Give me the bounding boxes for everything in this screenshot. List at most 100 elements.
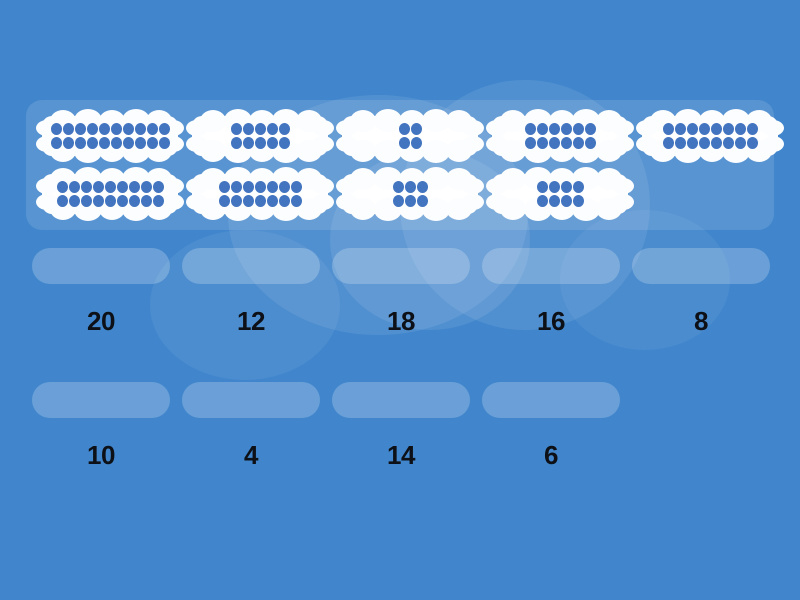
dropzone-6[interactable] [482, 382, 620, 418]
dot-row [218, 195, 302, 207]
dot-icon [98, 123, 110, 135]
dropzone-20[interactable] [32, 248, 170, 284]
cloud-bump [36, 178, 58, 194]
dot-icon [536, 123, 548, 135]
dot-icon [584, 123, 596, 135]
cloud-bump [486, 120, 508, 136]
dot-icon [392, 181, 404, 193]
tile-12[interactable] [486, 109, 634, 163]
cloud-bump [312, 178, 334, 194]
tile-20[interactable] [36, 109, 184, 163]
dot-icon [110, 123, 122, 135]
answer-label-6: 6 [544, 440, 558, 470]
tile-4[interactable] [336, 109, 484, 163]
dot-icon [116, 181, 128, 193]
dot-row [398, 137, 422, 149]
cloud-bump [312, 120, 334, 136]
cloud-bump [612, 194, 634, 210]
dot-icon [242, 195, 254, 207]
cloud-bump [422, 109, 450, 132]
cloud-bump [486, 194, 508, 210]
answer-label-4: 4 [244, 440, 258, 470]
cloud-bump [374, 140, 402, 163]
dot-icon [278, 195, 290, 207]
cloud-bump [186, 194, 208, 210]
dot-icon [536, 195, 548, 207]
dot-icon [230, 195, 242, 207]
dot-icon [80, 195, 92, 207]
cloud-bump [486, 136, 508, 152]
tile-10[interactable] [186, 109, 334, 163]
dot-row [50, 137, 170, 149]
cloud-bump [636, 120, 658, 136]
dot-icon [62, 123, 74, 135]
tile-6[interactable] [336, 167, 484, 221]
cloud-bump [462, 120, 484, 136]
dot-icon [662, 123, 674, 135]
dot-icon [536, 181, 548, 193]
cloud-bump [612, 120, 634, 136]
cloud-bump [762, 120, 784, 136]
dot-icon [266, 123, 278, 135]
dot-icon [560, 137, 572, 149]
dot-icon [74, 137, 86, 149]
dot-group [398, 123, 422, 149]
dot-icon [584, 137, 596, 149]
dot-icon [560, 123, 572, 135]
dot-group [536, 181, 584, 207]
dot-row [230, 137, 290, 149]
answer-label-14: 14 [387, 440, 415, 470]
dot-icon [674, 137, 686, 149]
dot-icon [536, 137, 548, 149]
dot-icon [254, 123, 266, 135]
dot-icon [524, 137, 536, 149]
cloud-bump [462, 178, 484, 194]
dropzone-14[interactable] [332, 382, 470, 418]
dot-group [218, 181, 302, 207]
dot-icon [398, 123, 410, 135]
dot-icon [134, 137, 146, 149]
dot-row [524, 137, 596, 149]
dot-icon [86, 123, 98, 135]
dot-icon [68, 195, 80, 207]
dot-icon [686, 137, 698, 149]
tile-14[interactable] [186, 167, 334, 221]
answer-item: 14 [326, 382, 476, 471]
dot-row [50, 123, 170, 135]
dot-icon [548, 181, 560, 193]
tile-18[interactable] [36, 167, 184, 221]
dot-row [398, 123, 422, 135]
dropzone-10[interactable] [32, 382, 170, 418]
answer-item: 20 [26, 248, 176, 337]
answer-label-8: 8 [694, 306, 708, 336]
dot-icon [266, 137, 278, 149]
dot-icon [50, 123, 62, 135]
dot-icon [74, 123, 86, 135]
cloud-bump [186, 120, 208, 136]
dot-icon [404, 181, 416, 193]
dot-icon [746, 123, 758, 135]
dot-group [230, 123, 290, 149]
cloud-bump [374, 109, 402, 132]
tile-8[interactable] [486, 167, 634, 221]
tile-16[interactable] [636, 109, 784, 163]
cloud-bump [336, 178, 358, 194]
dot-icon [710, 123, 722, 135]
dropzone-18[interactable] [332, 248, 470, 284]
dropzone-4[interactable] [182, 382, 320, 418]
dropzone-16[interactable] [482, 248, 620, 284]
dot-icon [80, 181, 92, 193]
dropzone-12[interactable] [182, 248, 320, 284]
dot-icon [62, 137, 74, 149]
dot-icon [254, 181, 266, 193]
answer-item: 18 [326, 248, 476, 337]
dot-icon [734, 137, 746, 149]
dot-row [56, 181, 164, 193]
dot-icon [698, 137, 710, 149]
tiles-row-top [36, 109, 786, 163]
dropzone-8[interactable] [632, 248, 770, 284]
dot-icon [104, 195, 116, 207]
dot-icon [404, 195, 416, 207]
